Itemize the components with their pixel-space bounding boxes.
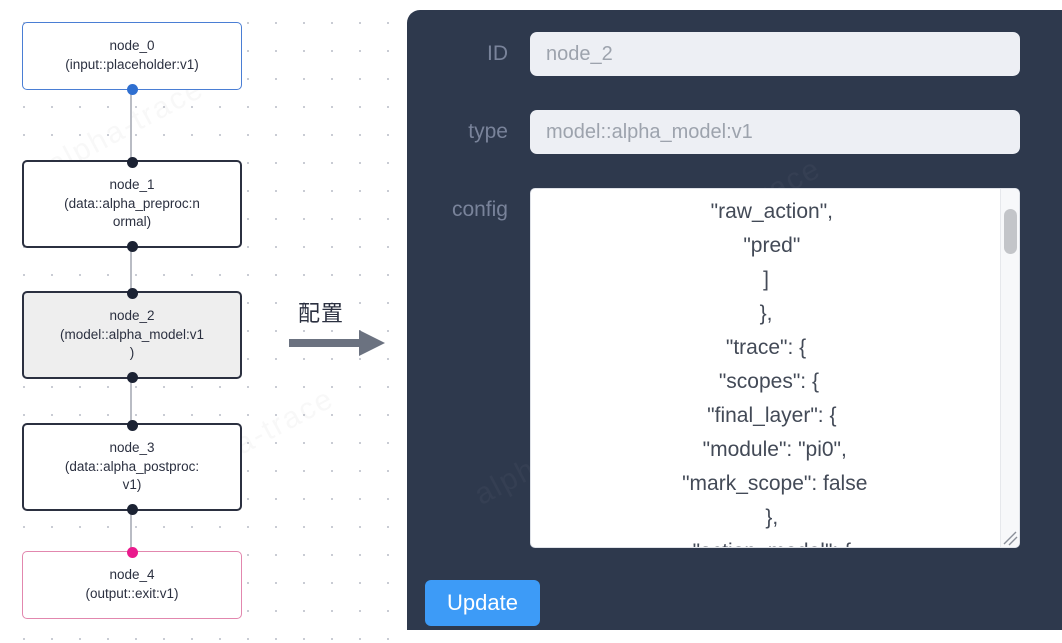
config-scrollbar[interactable] — [1000, 189, 1019, 547]
config-field-label: config — [451, 198, 508, 221]
node-type-label: (model::alpha_model:v1 — [59, 326, 205, 342]
id-field-label: ID — [487, 42, 508, 65]
node-port-output[interactable] — [126, 83, 138, 95]
node-graph-canvas[interactable]: alpha-trace alpha-trace node_0 (input::p… — [0, 0, 407, 643]
node-port-input[interactable] — [126, 287, 138, 299]
node-type-label2: ) — [129, 345, 135, 361]
node-port-input[interactable] — [126, 156, 138, 168]
node-type-label: (output::exit:v1) — [85, 586, 179, 601]
config-textarea-content: "raw_action", "pred" ] }, "trace": { "sc… — [682, 200, 868, 547]
type-input[interactable] — [530, 110, 1020, 154]
node-config-panel: alpha-trace alpha-trace ID type config "… — [407, 10, 1047, 630]
graph-node-node_1[interactable]: node_1 (data::alpha_preproc:n ormal) — [22, 156, 242, 252]
graph-node-node_0[interactable]: node_0 (input::placeholder:v1) — [22, 22, 242, 95]
node-port-input[interactable] — [126, 546, 138, 558]
node-type-label: (data::alpha_preproc:n — [64, 195, 200, 211]
node-port-output[interactable] — [126, 371, 138, 383]
edge-node3-node4 — [129, 510, 133, 550]
config-textarea[interactable]: "raw_action", "pred" ] }, "trace": { "sc… — [530, 188, 1020, 548]
resize-grip-icon[interactable] — [1000, 528, 1018, 546]
graph-node-node_2[interactable]: node_2 (model::alpha_model:v1 ) — [22, 287, 242, 383]
node-id-label: node_0 — [109, 38, 155, 54]
update-button[interactable]: Update — [425, 580, 540, 626]
node-type-label: (data::alpha_postproc: — [64, 458, 200, 474]
field-row-type: type — [425, 110, 1020, 154]
config-scrollbar-thumb[interactable] — [1004, 209, 1017, 254]
panel-edge-fill — [1047, 10, 1062, 630]
node-type-label2: ormal) — [112, 214, 152, 230]
edge-node2-node3 — [129, 375, 133, 421]
edge-node1-node2 — [129, 245, 133, 293]
arrow-right-icon — [289, 330, 385, 356]
node-port-input[interactable] — [126, 419, 138, 431]
graph-node-node_4[interactable]: node_4 (output::exit:v1) — [22, 546, 242, 619]
node-type-label: (input::placeholder:v1) — [65, 57, 199, 72]
node-port-output[interactable] — [126, 240, 138, 252]
node-port-output[interactable] — [126, 503, 138, 515]
field-row-id: ID — [425, 32, 1020, 76]
node-id-label: node_1 — [109, 177, 155, 193]
field-row-config: config "raw_action", "pred" ] }, "trace"… — [425, 188, 1020, 548]
edge-node0-node1 — [129, 86, 133, 160]
graph-node-node_3[interactable]: node_3 (data::alpha_postproc: v1) — [22, 419, 242, 515]
node-id-label: node_3 — [109, 440, 155, 456]
id-input[interactable] — [530, 32, 1020, 76]
type-field-label: type — [468, 120, 508, 143]
node-id-label: node_4 — [109, 567, 155, 583]
arrow-label: 配置 — [298, 302, 345, 327]
node-id-label: node_2 — [109, 308, 155, 324]
configure-arrow-group: 配置 — [289, 296, 395, 366]
node-type-label2: v1) — [122, 477, 142, 493]
